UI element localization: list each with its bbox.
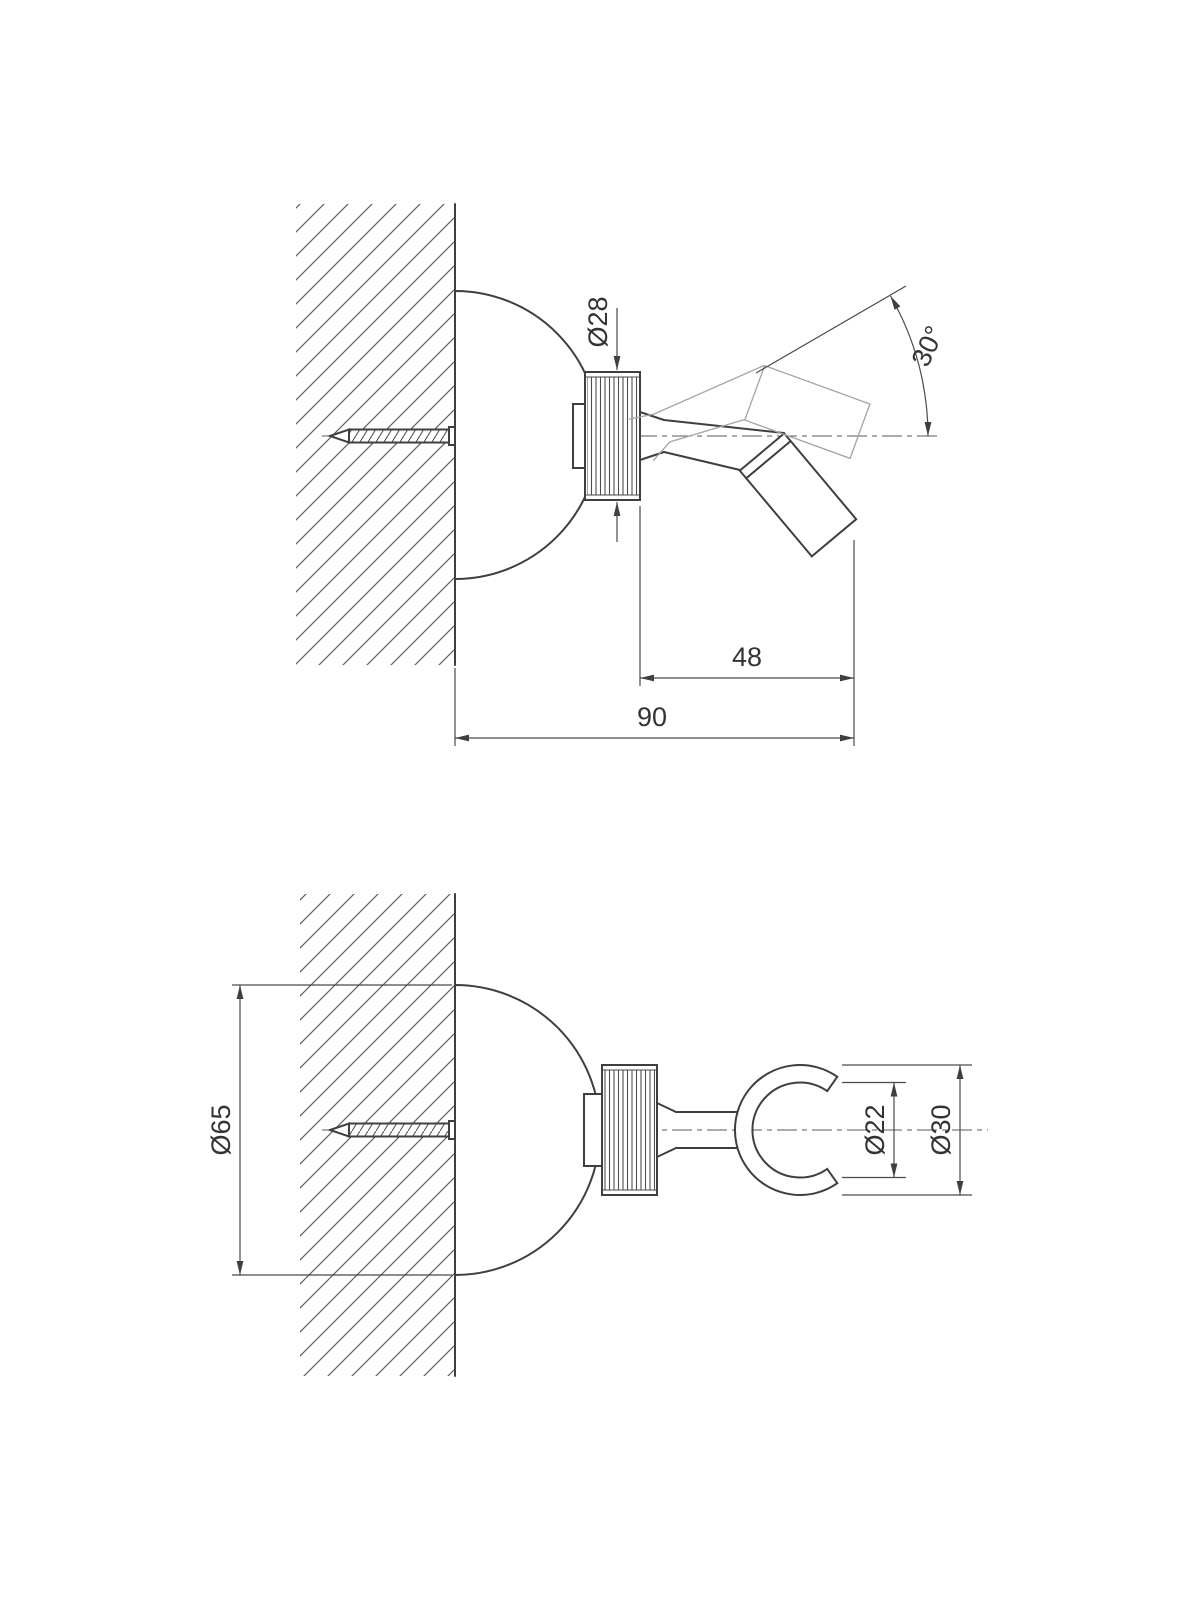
- angle-label: 30°: [906, 321, 950, 371]
- holder-phantom-rotated: [628, 364, 871, 462]
- wall-plate-diameter-label: Ø65: [206, 1104, 236, 1155]
- collar-diameter-label: Ø28: [583, 296, 613, 347]
- cup-outer-diameter-label: Ø30: [926, 1104, 956, 1155]
- cup-rim-line: [745, 440, 792, 480]
- holder-length-label: 48: [732, 642, 762, 672]
- dim-overall-depth: 90: [454, 668, 855, 746]
- dim-collar-diameter: Ø28: [583, 296, 621, 542]
- knurled-collar-plan: [601, 1064, 658, 1196]
- holder-arm-side: [639, 411, 858, 558]
- collar-knurling: [587, 377, 638, 495]
- holder-cup-plan: [734, 1064, 839, 1196]
- dim-cup-outer-diameter: Ø30: [842, 1064, 972, 1196]
- dim-cup-inner-diameter: Ø22: [842, 1081, 906, 1179]
- screw-shaft: [348, 428, 450, 444]
- cup-inner-diameter-label: Ø22: [860, 1104, 890, 1155]
- angle-arc: [889, 295, 932, 437]
- angle-reference-line: [755, 285, 907, 374]
- holder-arm-plan: [656, 1102, 740, 1158]
- plan-view: Ø65 Ø22 Ø30: [206, 893, 988, 1377]
- knurled-collar-side: [584, 371, 641, 501]
- wall-plate-dome-plan: [454, 983, 601, 1277]
- overall-depth-label: 90: [637, 702, 667, 732]
- neck-plan: [583, 1093, 603, 1167]
- dim-wall-plate-diameter: Ø65: [206, 984, 452, 1276]
- mounting-screw-side: [326, 426, 459, 446]
- side-view: 30° Ø28 48 90: [296, 203, 950, 746]
- holder-cup-side: [738, 431, 858, 558]
- dim-swivel-angle: 30°: [755, 285, 950, 437]
- dim-holder-length: 48: [639, 506, 855, 686]
- screw-shaft: [348, 1122, 450, 1138]
- mounting-screw-plan: [326, 1120, 459, 1140]
- collar-knurling: [604, 1070, 655, 1190]
